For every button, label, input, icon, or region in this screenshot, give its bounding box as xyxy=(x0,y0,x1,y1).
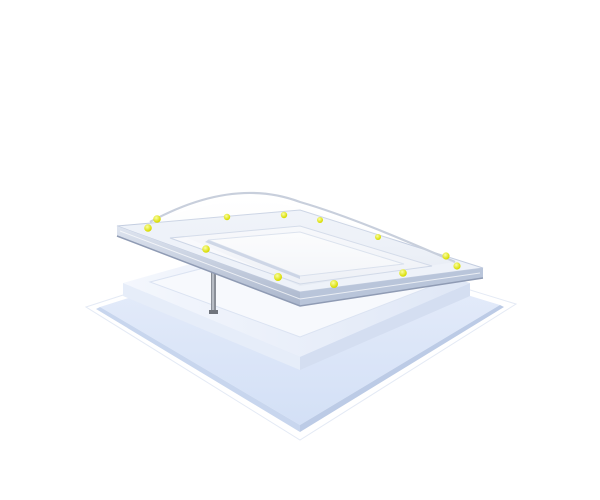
fasteners xyxy=(144,211,461,288)
fastener xyxy=(317,217,323,223)
fastener xyxy=(442,252,450,260)
fastener xyxy=(153,215,161,223)
fastener xyxy=(330,280,338,288)
fastener xyxy=(223,213,231,221)
fastener xyxy=(144,224,152,232)
fastener xyxy=(274,273,282,281)
opener-strut xyxy=(209,270,218,314)
fastener xyxy=(453,262,461,270)
fastener xyxy=(280,211,288,219)
fastener xyxy=(375,234,381,240)
fastener xyxy=(399,269,407,277)
fastener xyxy=(202,245,210,253)
